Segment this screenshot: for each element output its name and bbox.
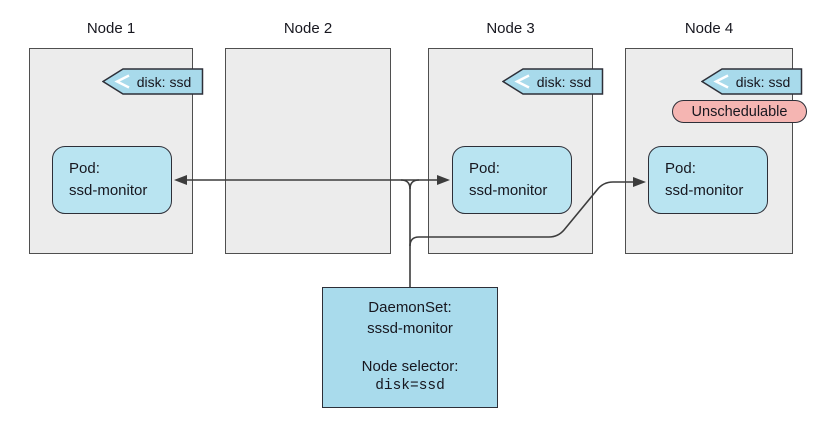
pod-name: ssd-monitor	[469, 182, 548, 199]
node-selector-label: Node selector:	[361, 357, 459, 375]
node-3-disk-tag: disk: ssd	[502, 68, 604, 95]
pod-name: ssd-monitor	[665, 182, 744, 199]
node-1-pod: Pod: ssd-monitor	[52, 146, 172, 214]
tag-label: disk: ssd	[537, 74, 591, 90]
pod-name: ssd-monitor	[69, 182, 148, 199]
daemonset-title: DaemonSet:	[368, 299, 452, 317]
node-1-disk-tag: disk: ssd	[102, 68, 204, 95]
node-4-label: Node 4	[684, 20, 734, 37]
chevron-left-icon	[114, 74, 130, 89]
node-selector-value: disk=ssd	[375, 378, 445, 395]
daemonset-box: DaemonSet: sssd-monitor Node selector: d…	[322, 287, 498, 408]
tag-label: disk: ssd	[137, 74, 191, 90]
chevron-left-icon	[713, 74, 729, 89]
daemonset-name: sssd-monitor	[367, 319, 453, 337]
node-2-label: Node 2	[283, 20, 333, 37]
node-1-label: Node 1	[86, 20, 136, 37]
node-4-pod: Pod: ssd-monitor	[648, 146, 768, 214]
node-3-label: Node 3	[486, 20, 535, 37]
node-3-pod: Pod: ssd-monitor	[452, 146, 572, 214]
pod-title: Pod:	[665, 160, 696, 178]
wire-vertical-right-fillet	[409, 179, 420, 190]
node-2-box	[225, 48, 391, 254]
tag-label: disk: ssd	[736, 74, 790, 90]
unschedulable-badge: Unschedulable	[672, 100, 807, 123]
unschedulable-badge-label: Unschedulable	[691, 103, 788, 120]
pod-title: Pod:	[469, 160, 500, 178]
wire-vertical-left-fillet	[400, 179, 411, 288]
pod-title: Pod:	[69, 160, 100, 178]
chevron-left-icon	[514, 74, 530, 89]
node-4-disk-tag: disk: ssd	[701, 68, 803, 95]
